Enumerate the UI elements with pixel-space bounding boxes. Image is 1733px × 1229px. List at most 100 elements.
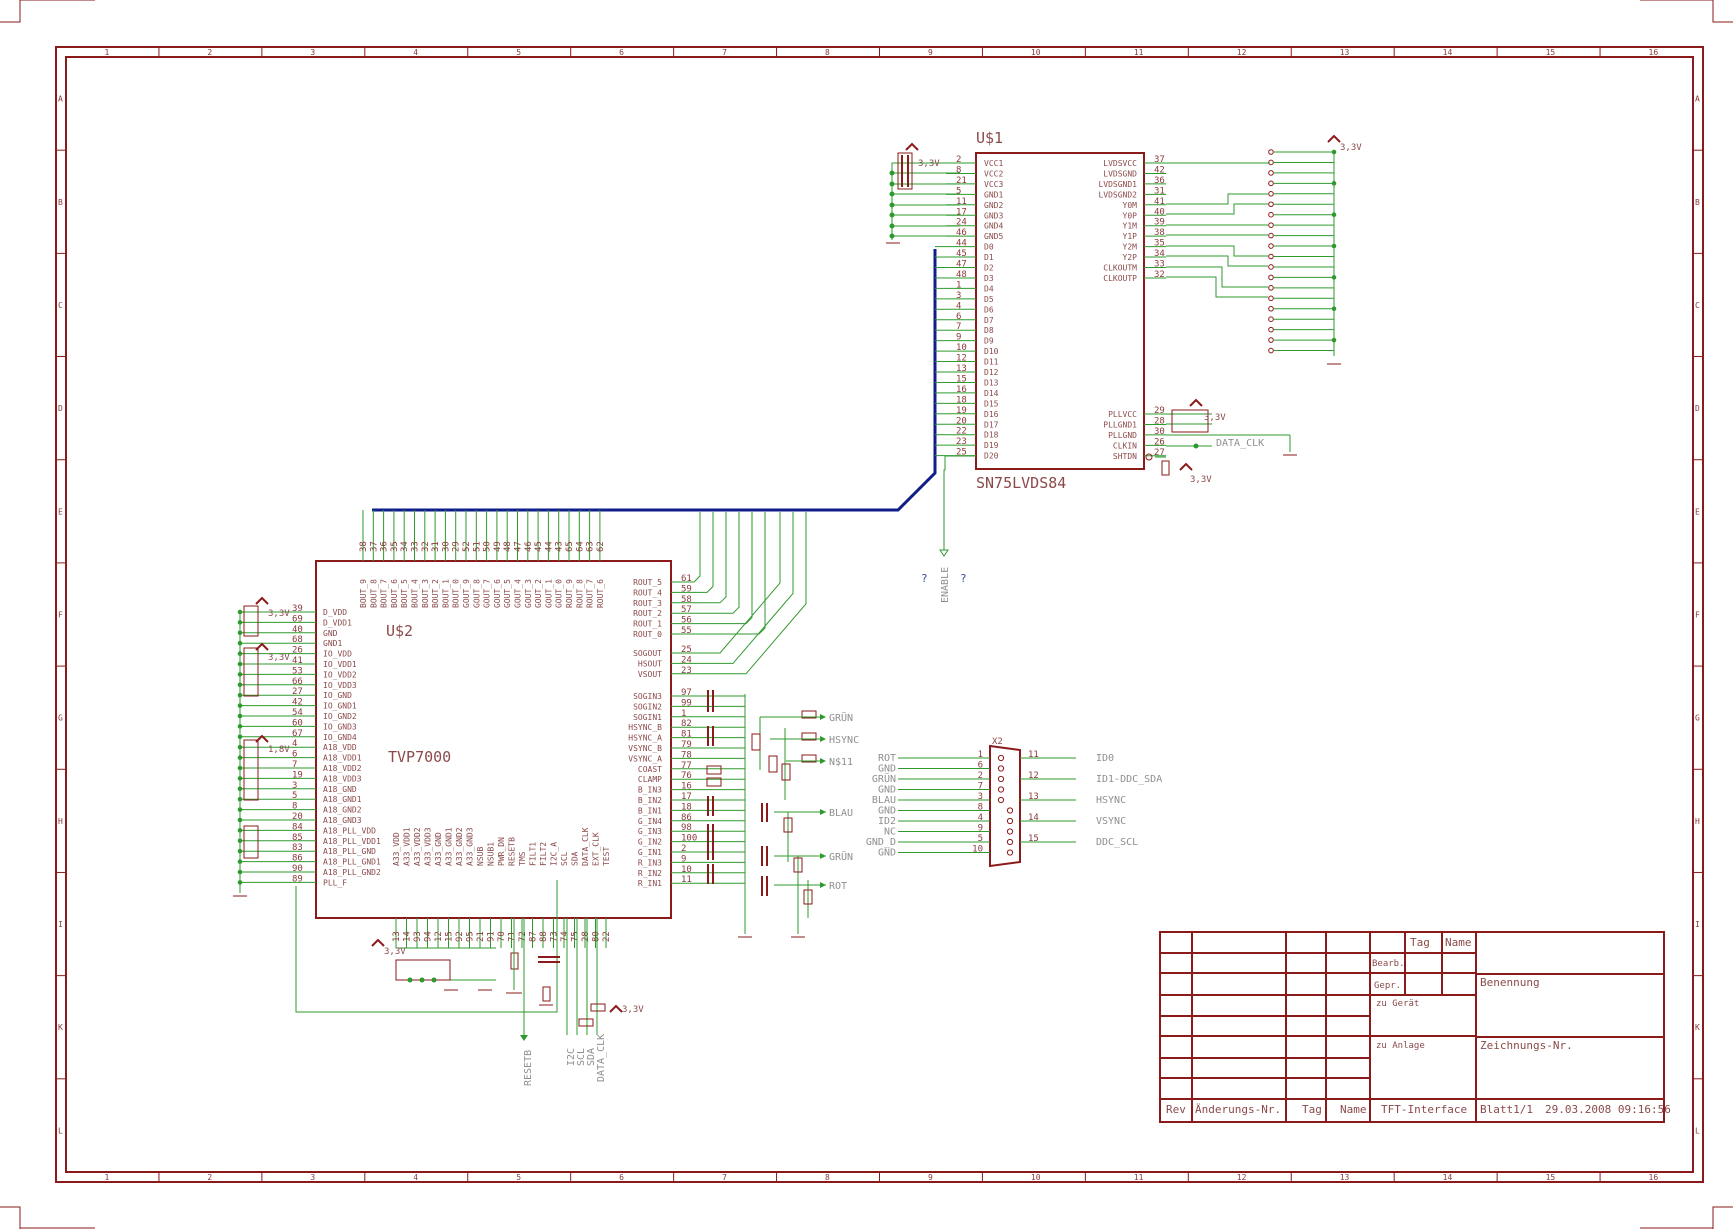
u1-pin-num: 15 bbox=[956, 374, 967, 384]
row-label: I bbox=[58, 920, 63, 929]
col-label: 16 bbox=[1649, 48, 1659, 57]
u2-pin-num: 97 bbox=[681, 688, 692, 698]
x2-contact bbox=[1006, 838, 1014, 846]
u1-pin-num: 13 bbox=[956, 364, 967, 374]
row-label: F bbox=[58, 611, 63, 620]
u2-pin-name: A18_GND1 bbox=[323, 795, 362, 804]
u2-pin-name: ROUT_8 bbox=[575, 579, 584, 608]
u2-pin-num: 72 bbox=[518, 931, 528, 942]
u1-pin-name: PLLGND bbox=[1108, 431, 1137, 440]
u2-pin-name: ROUT_6 bbox=[596, 579, 605, 608]
u2-pin-name: A18_PLL_GND1 bbox=[323, 858, 381, 867]
u2-pin-name: IO_GND2 bbox=[323, 712, 357, 721]
u1-pin-name: GND1 bbox=[984, 190, 1003, 199]
u1-pin-name: D5 bbox=[984, 295, 994, 304]
u1-pin-name: VCC1 bbox=[984, 159, 1003, 168]
u2-pin-num: 51 bbox=[472, 541, 482, 552]
u2-pin-num: 47 bbox=[514, 541, 524, 552]
x2-ref: X2 bbox=[992, 737, 1003, 747]
u1-ref: U$1 bbox=[976, 129, 1003, 147]
x2-pin-num: 13 bbox=[1028, 792, 1039, 802]
u1-pin-name: D3 bbox=[984, 274, 994, 283]
svg-text:3,3V: 3,3V bbox=[1204, 413, 1226, 423]
row-label: A bbox=[58, 95, 63, 104]
label-n11: N$11 bbox=[829, 757, 853, 768]
label-scl: SCL bbox=[576, 1048, 587, 1066]
u2-tvp7000: U$2 TVP7000 D_VDD39D_VDD169GND40GND168IO… bbox=[237, 510, 745, 948]
u2-top-pins: BOUT_938BOUT_837BOUT_736BOUT_635BOUT_534… bbox=[359, 510, 606, 608]
u1-pin-num: 28 bbox=[1154, 416, 1165, 426]
u2-pin-num: 77 bbox=[681, 761, 692, 771]
u2-pin-num: 20 bbox=[292, 812, 303, 822]
u2-pin-num: 9 bbox=[681, 854, 686, 864]
u2-pin-num: 86 bbox=[681, 813, 692, 823]
u1-pin-name: PLLGND1 bbox=[1103, 420, 1137, 429]
tb-tag-2: Tag bbox=[1302, 1103, 1322, 1116]
label-rot: ROT bbox=[829, 881, 847, 892]
u2-pin-name: A18_VDD3 bbox=[323, 774, 362, 783]
u2-pin-name: B_IN3 bbox=[638, 786, 662, 795]
u2-pin-name: GOUT_5 bbox=[503, 579, 512, 608]
u2-pin-num: 40 bbox=[292, 625, 303, 635]
x2-pin-num: 15 bbox=[1028, 834, 1039, 844]
header-pin bbox=[1268, 170, 1274, 176]
u2-pin-name: NSUB bbox=[476, 847, 485, 866]
x2-contact bbox=[997, 775, 1005, 783]
sync-wire bbox=[693, 512, 794, 664]
u1-pin-num: 37 bbox=[1154, 155, 1165, 165]
svg-text:1,8V: 1,8V bbox=[268, 745, 290, 755]
u1-pin-num: 36 bbox=[1154, 176, 1165, 186]
u1-pin-name: D12 bbox=[984, 368, 999, 377]
u1-pin-name: Y1M bbox=[1123, 222, 1138, 231]
x2-pin-num: 3 bbox=[978, 792, 983, 802]
u2-pin-name: A18_GND bbox=[323, 785, 357, 794]
u1-left-pins: VCC12VCC28VCC321GND15GND211GND317GND424G… bbox=[946, 155, 1003, 461]
u2-pin-num: 18 bbox=[681, 802, 692, 812]
u2-pin-name: A18_PLL_VDD bbox=[323, 826, 376, 835]
u2-pin-name: IO_GND1 bbox=[323, 702, 357, 711]
u1-pin-name: Y0M bbox=[1123, 201, 1138, 210]
u2-pin-num: 63 bbox=[586, 541, 596, 552]
u2-pin-num: 12 bbox=[434, 931, 444, 942]
u1-pin-name: D15 bbox=[984, 399, 999, 408]
u2-pin-num: 61 bbox=[681, 574, 692, 584]
u2-pin-name: A33_VDD3 bbox=[424, 827, 433, 866]
u2-pin-name: ROUT_5 bbox=[633, 578, 662, 587]
col-label: 12 bbox=[1237, 48, 1247, 57]
tb-name: Name bbox=[1445, 936, 1472, 949]
u2-pin-num: 68 bbox=[292, 635, 303, 645]
x2-contact bbox=[997, 765, 1005, 772]
u2-pin-name: SOGIN3 bbox=[633, 692, 662, 701]
analog-input-network: GRÜN HSYNC N$11 BLAU GRÜN ROT bbox=[706, 690, 859, 938]
col-label: 12 bbox=[1237, 1173, 1247, 1182]
u2-pin-name: TMS bbox=[518, 851, 527, 866]
u1-pin-name: GND3 bbox=[984, 211, 1003, 220]
vcc-arrow-header bbox=[1327, 134, 1341, 143]
u2-pin-name: GOUT_8 bbox=[472, 579, 481, 608]
header-pin bbox=[1268, 305, 1274, 312]
u1-pin-num: 26 bbox=[1154, 437, 1165, 447]
u1-pin-name: SHTDN bbox=[1113, 452, 1137, 461]
u2-pin-name: A33_GND1 bbox=[445, 827, 454, 866]
u2-pin-name: HSYNC_A bbox=[628, 734, 662, 743]
u2-pin-num: 98 bbox=[681, 823, 692, 833]
u1-pin-num: 20 bbox=[956, 416, 967, 426]
u2-pin-name: A33_GND2 bbox=[455, 827, 464, 866]
header-pin bbox=[1268, 326, 1274, 333]
svg-text:3,3V: 3,3V bbox=[268, 609, 290, 619]
u2-pin-num: 16 bbox=[681, 782, 692, 792]
u2-pin-num: 41 bbox=[292, 656, 303, 666]
u2-pin-num: 46 bbox=[524, 541, 534, 552]
x2-pin-name: GND bbox=[878, 764, 896, 775]
header-pin bbox=[1268, 211, 1274, 218]
u1-pin-name: Y0P bbox=[1123, 211, 1138, 220]
col-label: 9 bbox=[928, 1173, 933, 1182]
col-label: 7 bbox=[722, 1173, 727, 1182]
u1-pin-num: 5 bbox=[956, 186, 961, 196]
header-pin bbox=[1268, 347, 1274, 354]
u2-pin-name: A33_VDD1 bbox=[403, 827, 412, 866]
sync-wire bbox=[693, 512, 781, 654]
